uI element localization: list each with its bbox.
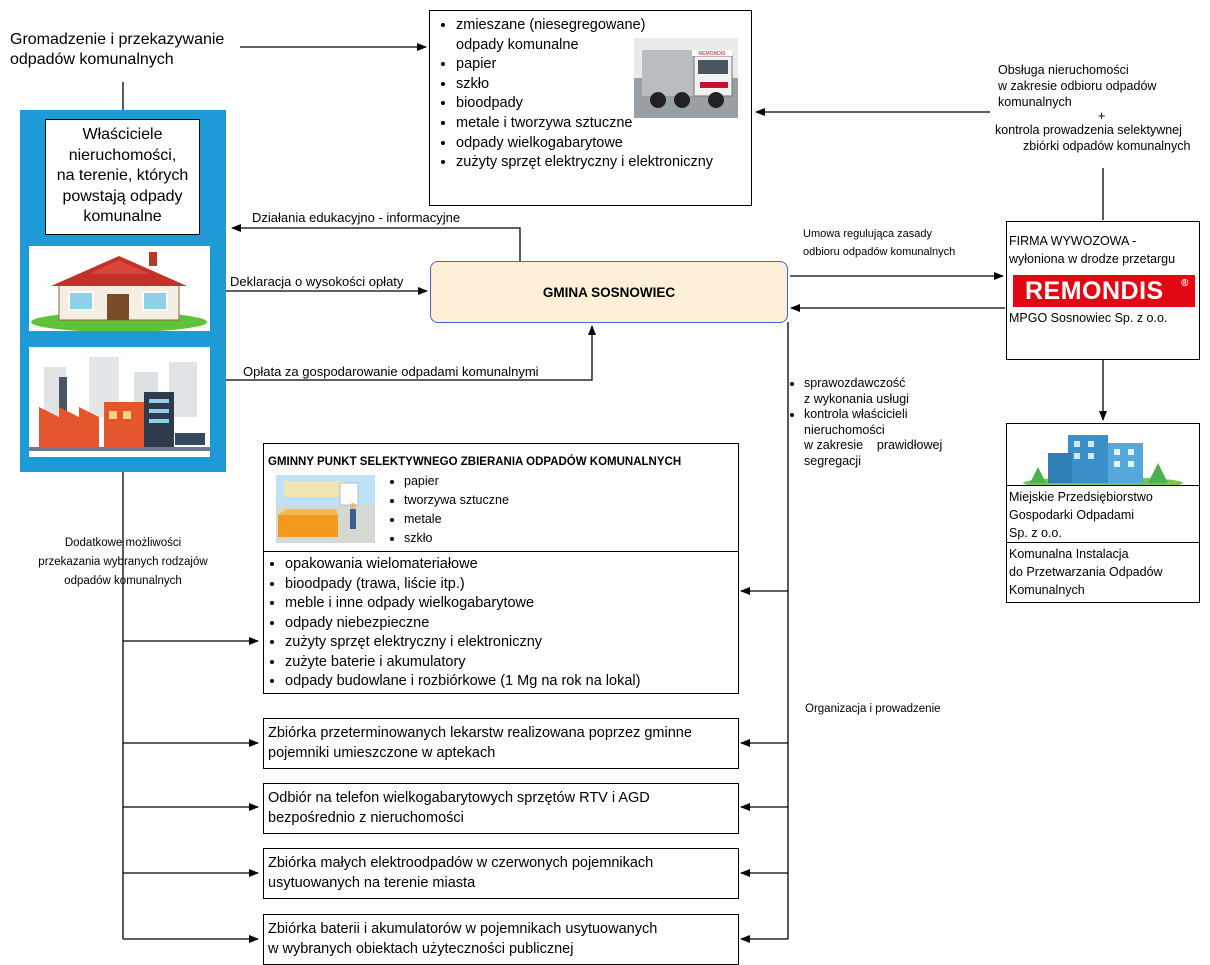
gmina-title: GMINA SOSNOWIEC (542, 284, 676, 300)
mpgo-divider-top (1007, 485, 1199, 486)
service-line: w zakresie odbioru odpadów (998, 79, 1157, 93)
pszok-item: opakowania wielomateriałowe (285, 555, 640, 575)
service-line: Zbiórka baterii i akumulatorów w pojemni… (268, 921, 658, 937)
waste-item: metale i tworzywa sztuczne (456, 114, 756, 134)
owners-title-line: komunalne (83, 208, 162, 225)
service-line: pojemniki umieszczone w aptekach (268, 745, 496, 761)
mpgo-divider-bottom (1007, 542, 1199, 543)
truck-sign: REMONDIS (699, 51, 727, 57)
remondis-logo-text: REMONDIS (1025, 277, 1164, 305)
pszok-box: GMINNY PUNKT SELEKTYWNEGO ZBIERANIA ODPA… (263, 443, 739, 694)
pszok-item: odpady niebezpieczne (285, 614, 640, 634)
firm-line: wyłoniona w drodze przetargu (1009, 252, 1176, 266)
service-control-text: Obsługa nieruchomości w zakresie odbioru… (995, 62, 1190, 154)
organization-label: Organizacja i prowadzenie (805, 703, 941, 715)
education-label: Działania edukacyjno - informacyjne (252, 210, 461, 225)
waste-item: bioodpady (456, 94, 756, 114)
pszok-title: GMINNY PUNKT SELEKTYWNEGO ZBIERANIA ODPA… (268, 456, 682, 468)
collection-label-line: odpadów komunalnych (10, 51, 174, 68)
collection-label-line: Gromadzenie i przekazywanie (10, 31, 225, 48)
control-line: nieruchomości (804, 422, 885, 437)
owners-title-line: Właściciele (82, 126, 163, 143)
waste-item: odpady wielkogabarytowe (456, 134, 756, 154)
contract-label: Umowa regulująca zasady odbioru odpadów … (803, 225, 955, 261)
pszok-item: zużyty sprzęt elektryczny i elektroniczn… (285, 633, 640, 653)
owners-title-line: nieruchomości, (68, 146, 177, 164)
service-line: bezpośrednio z nieruchomości (268, 810, 464, 826)
mpgo-facility-line: Komunalnych (1009, 583, 1085, 597)
gmina-node: GMINA SOSNOWIEC (430, 261, 788, 323)
firm-line: FIRMA WYWOZOWA - (1009, 234, 1137, 248)
waste-item: szkło (456, 75, 756, 95)
control-line: w zakresie prawidłowej (804, 438, 943, 452)
service-box-rtv-agd: Odbiór na telefon wielkogabarytowych spr… (263, 783, 739, 834)
mpgo-name-line: Miejskie Przedsiębiorstwo (1009, 490, 1153, 504)
mpgo-box: Miejskie Przedsiębiorstwo Gospodarki Odp… (1006, 423, 1200, 603)
reporting-line: z wykonania usługi (804, 391, 909, 406)
pszok-divider (264, 551, 738, 552)
service-box-medicines: Zbiórka przeterminowanych lekarstw reali… (263, 718, 739, 769)
pszok-small-item: metale (404, 510, 509, 529)
pszok-small-item: tworzywa sztuczne (404, 491, 509, 510)
service-line: Obsługa nieruchomości (998, 63, 1129, 77)
additional-line: odpadów komunalnych (64, 575, 182, 587)
service-line: Zbiórka przeterminowanych lekarstw reali… (268, 725, 692, 741)
collection-label: Gromadzenie i przekazywanie odpadów komu… (10, 30, 224, 70)
collected-waste-box: zmieszane (niesegregowane) odpady komuna… (429, 10, 752, 206)
owners-title-line: na terenie, których (56, 167, 189, 184)
pszok-small-item: szkło (404, 529, 509, 548)
contract-line: odbioru odpadów komunalnych (803, 246, 956, 258)
mpgo-name-line: Sp. z o.o. (1009, 526, 1062, 540)
registered-mark-icon: ® (1181, 278, 1189, 289)
control-item: kontrola właścicieli nieruchomości w zak… (804, 407, 970, 469)
contract-line: Umowa regulująca zasady (803, 228, 933, 240)
mpgo-facility-line: Komunalna Instalacja (1009, 547, 1129, 561)
plus-sign: + (1098, 109, 1106, 123)
reporting-control-label: sprawozdawczość z wykonania usługi kontr… (790, 376, 970, 469)
owners-title-box: Właściciele nieruchomości, na terenie, k… (45, 119, 200, 235)
factory-illustration (29, 347, 210, 457)
waste-firm-box: FIRMA WYWOZOWA - wyłoniona w drodze prze… (1006, 221, 1200, 360)
waste-item: zużyty sprzęt elektryczny i elektroniczn… (456, 153, 756, 173)
mpgo-name: Miejskie Przedsiębiorstwo Gospodarki Odp… (1009, 488, 1153, 542)
service-line: w wybranych obiektach użyteczności publi… (268, 941, 574, 957)
waste-item: papier (456, 55, 756, 75)
additional-line: przekazania wybranych rodzajów (38, 556, 208, 568)
pszok-small-item: papier (404, 472, 509, 491)
additional-options-label: Dodatkowe możliwości przekazania wybrany… (28, 534, 218, 591)
control-line: kontrola właścicieli (804, 407, 908, 421)
control-line: zbiórki odpadów komunalnych (1023, 139, 1191, 153)
pszok-item: zużyte baterie i akumulatory (285, 653, 640, 673)
owners-panel: Właściciele nieruchomości, na terenie, k… (20, 110, 226, 472)
mpgo-facility-line: do Przetwarzania Odpadów (1009, 565, 1163, 579)
remondis-logo: REMONDIS ® (1013, 275, 1195, 307)
service-line: Odbiór na telefon wielkogabarytowych spr… (268, 790, 650, 806)
additional-line: Dodatkowe możliwości (64, 537, 182, 549)
owners-title-line: powstają odpady (62, 187, 183, 205)
pszok-item: odpady budowlane i rozbiórkowe (1 Mg na … (285, 672, 640, 692)
waste-item: zmieszane (niesegregowane) odpady komuna… (456, 16, 656, 55)
service-box-electro-waste: Zbiórka małych elektroodpadów w czerwony… (263, 848, 739, 899)
firm-description: FIRMA WYWOZOWA - wyłoniona w drodze prze… (1009, 232, 1175, 268)
control-line: kontrola prowadzenia selektywnej (995, 123, 1182, 137)
service-line: usytuowanych na terenie miasta (268, 875, 476, 891)
house-illustration (29, 246, 210, 331)
declaration-label: Deklaracja o wysokości opłaty (230, 274, 404, 289)
fee-label: Opłata za gospodarowanie odpadami komuna… (243, 364, 539, 379)
service-line: Zbiórka małych elektroodpadów w czerwony… (268, 855, 654, 871)
service-box-batteries: Zbiórka baterii i akumulatorów w pojemni… (263, 914, 739, 965)
mpgo-facility: Komunalna Instalacja do Przetwarzania Od… (1009, 545, 1163, 599)
pszok-item: bioodpady (trawa, liście itp.) (285, 575, 640, 595)
garbage-truck-photo: REMONDIS (634, 38, 738, 118)
mpgo-building-illustration (1008, 425, 1198, 485)
pszok-item: meble i inne odpady wielkogabarytowe (285, 594, 640, 614)
reporting-item: sprawozdawczość z wykonania usługi (804, 376, 970, 407)
control-line: segregacji (804, 453, 861, 468)
reporting-line: sprawozdawczość (804, 376, 906, 390)
firm-subtitle: MPGO Sosnowiec Sp. z o.o. (1009, 311, 1168, 325)
mpgo-name-line: Gospodarki Odpadami (1009, 508, 1135, 522)
pszok-site-photo (276, 475, 375, 543)
service-line: komunalnych (998, 95, 1072, 109)
